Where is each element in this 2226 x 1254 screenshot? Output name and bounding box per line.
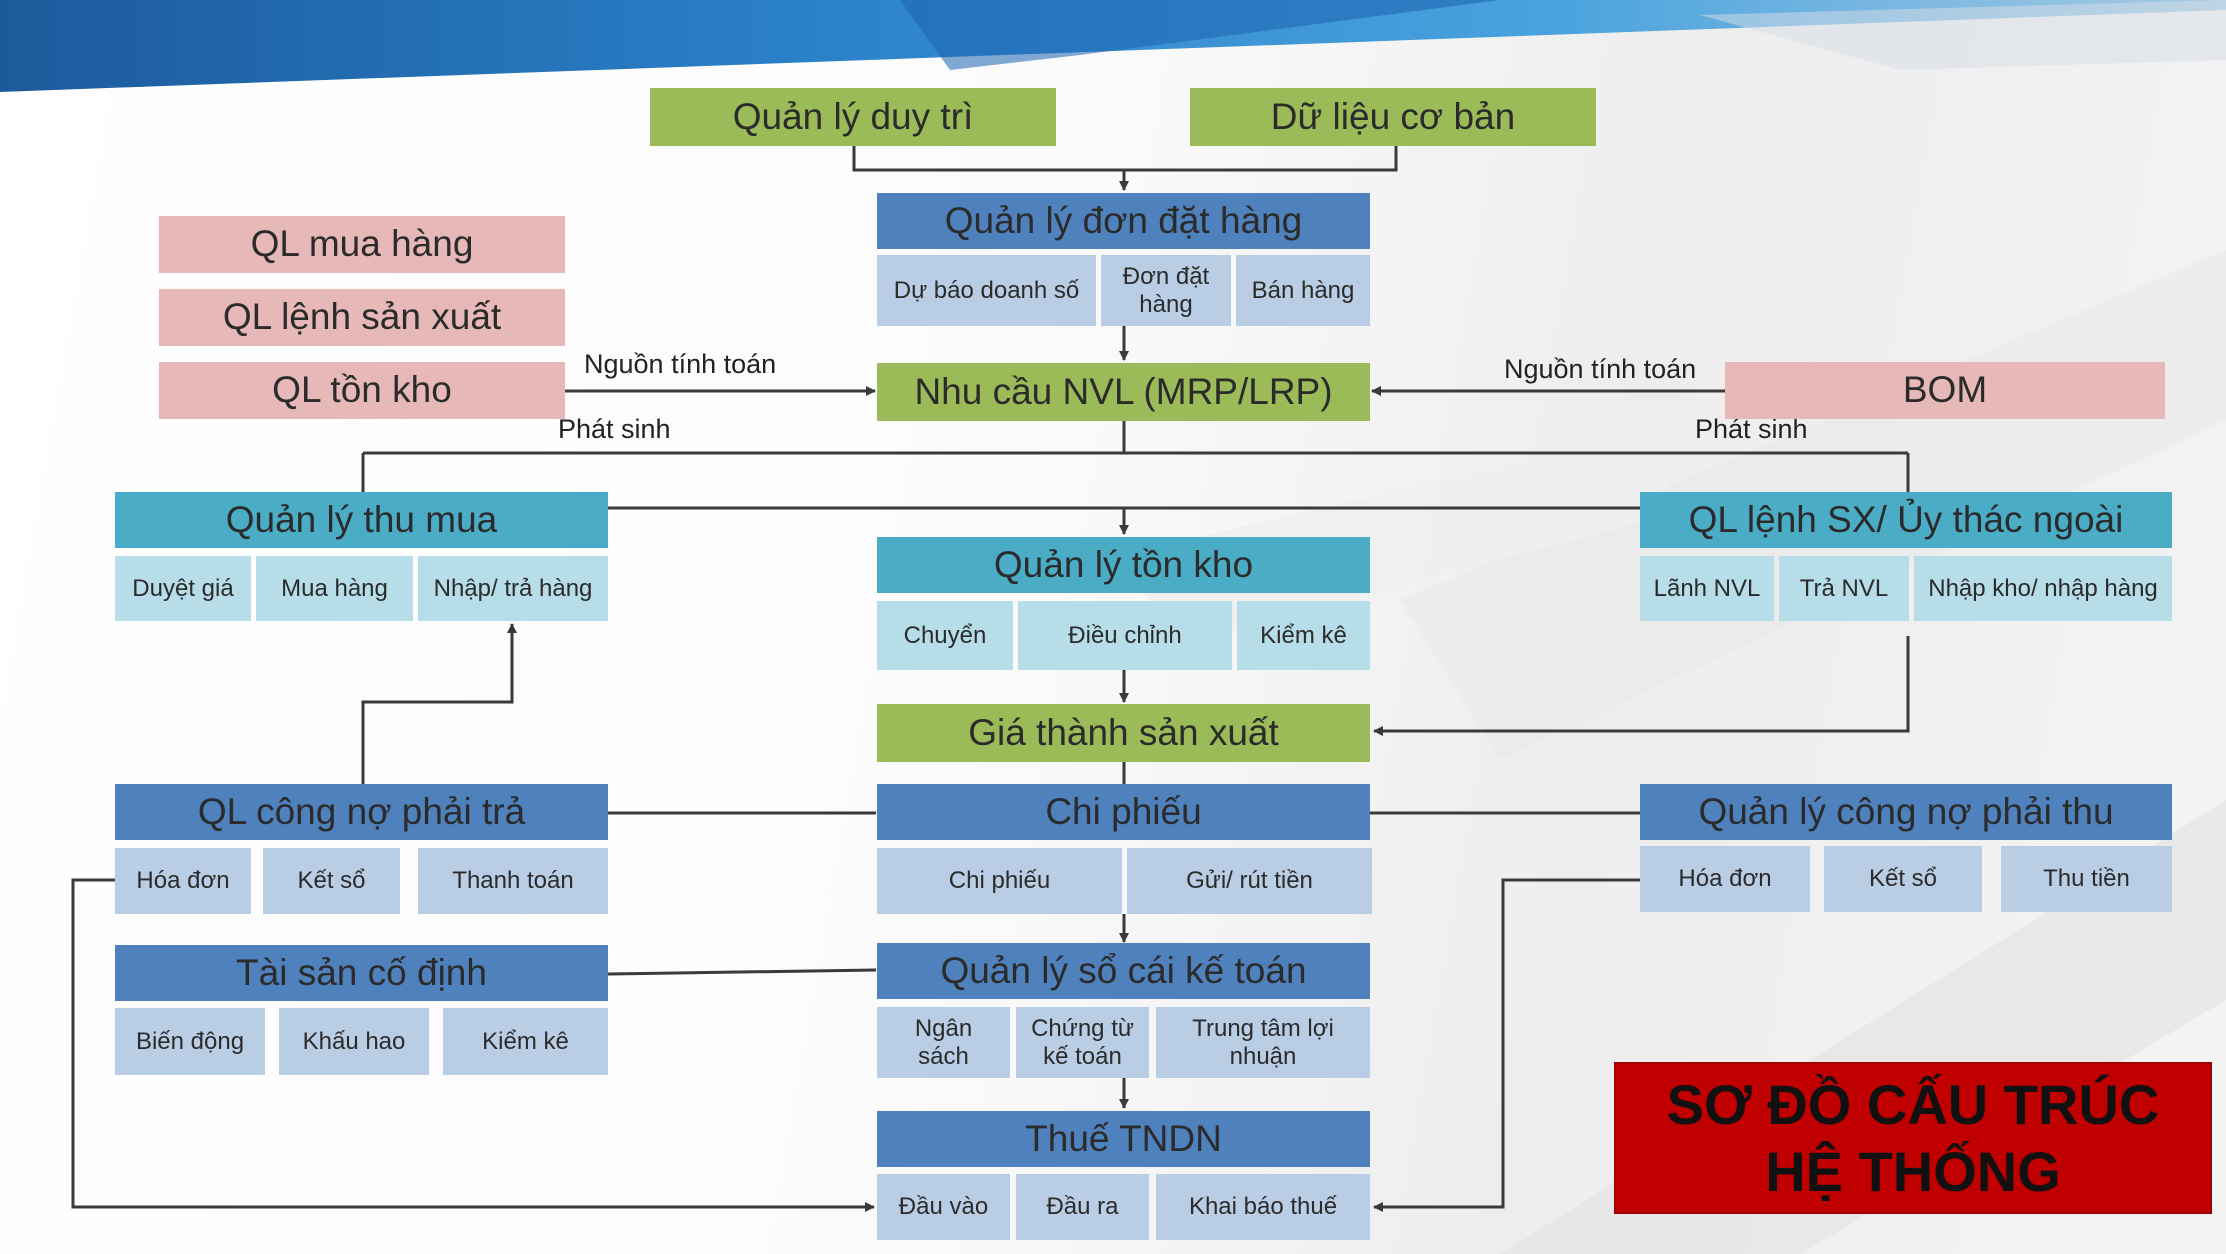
inventory-item-transfer: Chuyển [877,601,1013,670]
inventory-title: Quản lý tồn kho [877,537,1370,593]
receivable-item-collection: Thu tiền [2001,846,2172,912]
inventory-module: QL tồn kho [159,362,565,419]
ledger-item-profit-center: Trung tâm lợi nhuận [1156,1007,1370,1078]
tax-item-declaration: Khai báo thuế [1156,1174,1370,1240]
payable-title: QL công nợ phải trả [115,784,608,840]
payable-item-payment: Thanh toán [418,848,608,914]
ledger-item-vouchers: Chứng từ kế toán [1016,1007,1149,1078]
order-mgmt-title: Quản lý đơn đặt hàng [877,193,1370,249]
inventory-item-adjust: Điều chỉnh [1018,601,1232,670]
purchasing-item-price-approval: Duyệt giá [115,556,251,621]
fixed-assets-item-stocktake: Kiểm kê [443,1008,608,1075]
payment-item-cheque: Chi phiếu [877,848,1122,914]
payable-item-closing: Kết sổ [263,848,400,914]
bom-box: BOM [1725,362,2165,419]
order-item-forecast: Dự báo doanh số [877,255,1096,326]
fixed-assets-item-changes: Biến động [115,1008,265,1075]
cost-box: Giá thành sản xuất [877,704,1370,762]
production-item-return: Trả NVL [1779,556,1909,621]
ledger-item-budget: Ngân sách [877,1007,1010,1078]
maintenance-box: Quản lý duy trì [650,88,1056,146]
diagram-title-line1: SƠ ĐỒ CẤU TRÚC [1666,1072,2160,1136]
purchasing-item-buy: Mua hàng [256,556,413,621]
purchasing-title: Quản lý thu mua [115,492,608,548]
tax-title: Thuế TNDN [877,1111,1370,1167]
receivable-item-closing: Kết sổ [1824,846,1982,912]
payment-title: Chi phiếu [877,784,1370,840]
production-title: QL lệnh SX/ Ủy thác ngoài [1640,492,2172,548]
diagram-title-line2: HỆ THỐNG [1765,1140,2061,1203]
basic-data-box: Dữ liệu cơ bản [1190,88,1596,146]
production-order-module: QL lệnh sản xuất [159,289,565,346]
purchasing-item-receive-return: Nhập/ trả hàng [418,556,608,621]
fixed-assets-item-depreciation: Khấu hao [279,1008,429,1075]
diagram-title-box: SƠ ĐỒ CẤU TRÚC HỆ THỐNG [1614,1062,2212,1214]
receivable-title: Quản lý công nợ phải thu [1640,784,2172,840]
tax-item-output: Đầu ra [1016,1174,1149,1240]
arise-left-label: Phát sinh [558,414,671,444]
order-item-sales: Bán hàng [1236,255,1370,326]
receivable-item-invoice: Hóa đơn [1640,846,1810,912]
order-item-orders: Đơn đặt hàng [1101,255,1231,326]
arise-right-label: Phát sinh [1695,414,1808,444]
payable-item-invoice: Hóa đơn [115,848,251,914]
production-item-issue: Lãnh NVL [1640,556,1774,621]
source-right-label: Nguồn tính toán [1504,354,1697,384]
payment-item-deposit-withdraw: Gửi/ rút tiền [1127,848,1372,914]
fixed-assets-title: Tài sản cố định [115,945,608,1001]
inventory-item-stocktake: Kiểm kê [1237,601,1370,670]
production-item-receive: Nhập kho/ nhập hàng [1914,556,2172,621]
ledger-title: Quản lý sổ cái kế toán [877,943,1370,999]
mrp-box: Nhu cầu NVL (MRP/LRP) [877,363,1370,421]
purchase-module: QL mua hàng [159,216,565,273]
tax-item-input: Đầu vào [877,1174,1010,1240]
source-left-label: Nguồn tính toán [584,349,777,379]
